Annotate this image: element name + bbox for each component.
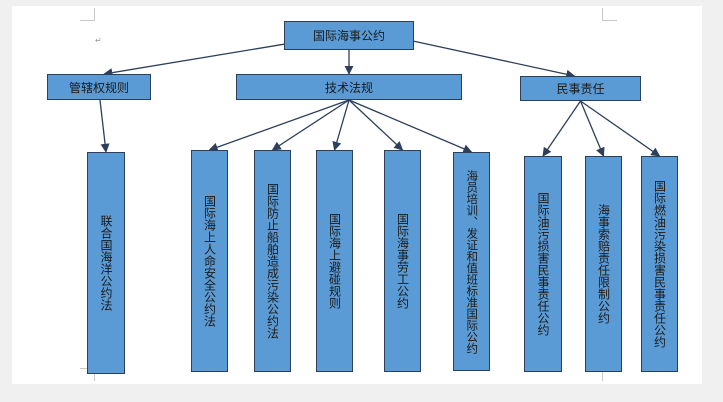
leaf-node-label: 海事索赔责任限制公约 xyxy=(596,204,611,324)
root-node-label: 国际海事公约 xyxy=(312,29,385,43)
root-node[interactable]: 国际海事公约 xyxy=(284,21,414,50)
category-to-leaf-arrow xyxy=(208,99,350,152)
category-to-leaf-arrow xyxy=(580,100,661,157)
leaf-node-label: 海员培训、发证和值班标准国际公约 xyxy=(465,169,480,354)
leaf-node[interactable]: 国际油污损害民事责任公约 xyxy=(524,156,562,372)
leaf-node[interactable]: 国际燃油污染损害民事责任公约 xyxy=(641,156,678,372)
document-page: ↵ 国际海事公约 管辖权规则 技术法规 民事责任 联合国海洋公约法 国际海上人命… xyxy=(12,6,702,384)
leaf-node-label: 国际海上避碰规则 xyxy=(327,213,342,309)
leaf-node-label: 联合国海洋公约法 xyxy=(99,215,113,311)
paragraph-mark-icon: ↵ xyxy=(95,36,102,45)
leaf-node-label: 国际油污损害民事责任公约 xyxy=(536,192,550,336)
category-node-civil[interactable]: 民事责任 xyxy=(520,76,641,101)
category-to-leaf-arrow xyxy=(542,100,582,157)
leaf-node[interactable]: 海员培训、发证和值班标准国际公约 xyxy=(453,152,490,371)
category-node-label: 民事责任 xyxy=(556,82,605,96)
category-to-leaf-arrow xyxy=(332,99,350,151)
leaf-node-label: 国际防止船舶造成污染公约法 xyxy=(265,183,280,339)
category-to-leaf-arrow xyxy=(579,100,605,157)
leaf-node[interactable]: 联合国海洋公约法 xyxy=(87,152,125,374)
leaf-node[interactable]: 海事索赔责任限制公约 xyxy=(585,156,622,372)
category-node-label: 管辖权规则 xyxy=(68,80,129,95)
leaf-node-label: 国际燃油污染损害民事责任公约 xyxy=(652,180,667,348)
category-to-leaf-arrow xyxy=(348,99,404,151)
category-node-label: 技术法规 xyxy=(324,80,373,95)
leaf-node[interactable]: 国际海上人命安全公约法 xyxy=(191,150,228,372)
category-to-leaf-arrow xyxy=(348,99,473,153)
category-node-technical[interactable]: 技术法规 xyxy=(236,74,462,100)
category-to-leaf-arrow xyxy=(99,99,110,153)
category-node-jurisdiction[interactable]: 管辖权规则 xyxy=(47,74,151,100)
connector-layer xyxy=(99,40,661,157)
leaf-node[interactable]: 国际海上避碰规则 xyxy=(316,150,353,372)
crop-mark-top-left xyxy=(80,8,95,21)
leaf-node[interactable]: 国际海事劳工公约 xyxy=(384,150,421,372)
crop-mark-top-right xyxy=(602,8,617,21)
root-to-category-arrow xyxy=(413,40,576,79)
category-to-leaf-arrow xyxy=(271,99,350,151)
leaf-node[interactable]: 国际防止船舶造成污染公约法 xyxy=(254,150,291,372)
root-to-category-arrow xyxy=(103,43,285,78)
leaf-node-label: 国际海事劳工公约 xyxy=(395,213,410,309)
leaf-node-label: 国际海上人命安全公约法 xyxy=(202,195,217,327)
